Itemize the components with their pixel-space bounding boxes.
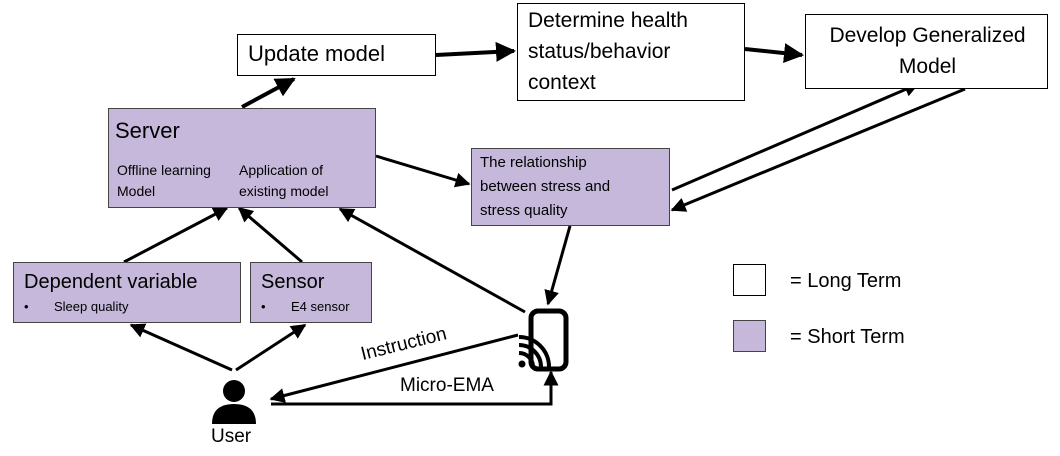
legend-label-short-term: = Short Term [790, 326, 905, 348]
legend-swatch-short-term [733, 320, 766, 352]
node-develop-line2: Model [898, 55, 957, 78]
edge-user-to-sensor [235, 323, 307, 372]
edge-user-to-phone-micro-ema [271, 370, 559, 406]
node-dependent-variable: Dependent variable Sleep quality [13, 262, 241, 323]
edge-develop-to-relationship [670, 87, 966, 212]
node-determine-health-line3: context [528, 71, 596, 94]
node-relationship-line2: between stress and [480, 178, 611, 195]
node-server-title: Server [115, 118, 180, 143]
node-server-offline-line1: Offline learning [117, 162, 211, 178]
node-server: Server Offline learning Model Applicatio… [108, 108, 376, 208]
node-develop-generalized-model: Develop Generalized Model [805, 14, 1048, 89]
node-sensor-title: Sensor [261, 271, 325, 293]
edge-dependent-to-server [123, 206, 229, 264]
edge-label-micro-ema: Micro-EMA [400, 375, 494, 396]
legend-label-long-term: = Long Term [790, 270, 902, 292]
user-label: User [211, 426, 252, 447]
legend-swatch-long-term [733, 264, 766, 296]
edge-server-to-update-model [241, 77, 296, 109]
edge-phone-to-user-instruction [269, 333, 519, 403]
edge-phone-to-server [338, 207, 526, 314]
person-icon [212, 380, 256, 424]
node-dependent-title: Dependent variable [24, 271, 198, 293]
edge-user-to-dependent [129, 323, 233, 372]
node-dependent-item: Sleep quality [24, 299, 128, 315]
node-sensor: Sensor E4 sensor [250, 262, 372, 323]
edge-update-to-determine [435, 41, 516, 62]
edge-determine-to-develop [744, 43, 804, 64]
node-server-application-line2: existing model [239, 183, 329, 199]
node-determine-health-line1: Determine health [528, 9, 688, 32]
node-server-application-line1: Application of [239, 162, 324, 178]
node-update-model: Update model [237, 34, 436, 76]
node-stress-relationship: The relationship between stress and stre… [471, 148, 670, 226]
edge-relationship-to-phone [544, 225, 572, 306]
edge-server-to-relationship [375, 154, 471, 188]
node-relationship-line1: The relationship [480, 154, 587, 171]
node-relationship-line3: stress quality [480, 202, 568, 219]
node-sensor-item: E4 sensor [261, 299, 350, 315]
node-server-offline-line2: Model [117, 183, 156, 199]
node-determine-health-line2: status/behavior [528, 40, 671, 63]
node-develop-line1: Develop Generalized [829, 24, 1026, 47]
node-update-model-label: Update model [248, 41, 385, 66]
node-determine-health: Determine health status/behavior context [517, 3, 745, 101]
smartphone-wireless-icon [518, 308, 569, 372]
edge-relationship-to-develop [671, 82, 920, 192]
edge-sensor-to-server [237, 206, 303, 264]
